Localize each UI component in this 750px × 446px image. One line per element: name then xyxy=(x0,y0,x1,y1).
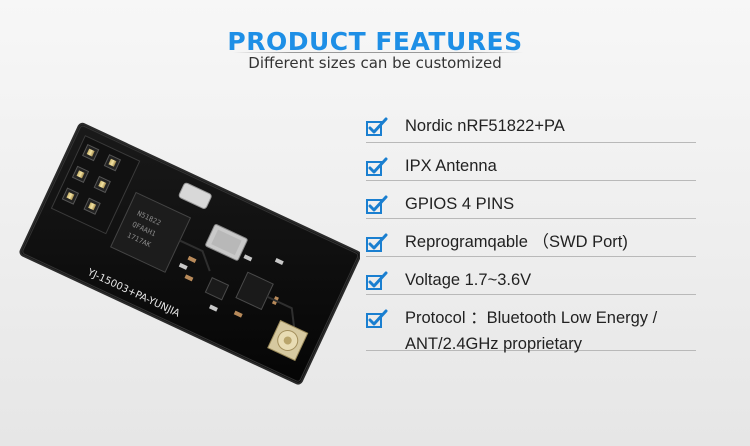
feature-item: Protocol ：Bluetooth Low Energy / ANT/2.4… xyxy=(366,295,696,353)
feature-list: Nordic nRF51822+PA IPX Antenna GPIOS 4 P… xyxy=(366,104,696,353)
feature-item: Nordic nRF51822+PA xyxy=(366,104,696,143)
check-icon xyxy=(366,117,388,136)
page-title: PRODUCT FEATURES xyxy=(227,27,523,56)
feature-item: GPIOS 4 PINS xyxy=(366,181,696,219)
module-board-image: N51822 QFAAH1 1717AK xyxy=(10,95,362,435)
pin-header xyxy=(50,135,141,235)
check-icon xyxy=(366,157,388,176)
check-icon xyxy=(366,271,388,290)
feature-label: Reprogramqable （SWD Port) xyxy=(405,233,628,251)
board-illustration: N51822 QFAAH1 1717AK xyxy=(19,122,362,385)
check-icon xyxy=(366,233,388,252)
check-icon xyxy=(366,309,388,328)
page-subtitle: Different sizes can be customized xyxy=(248,54,502,72)
feature-label: Nordic nRF51822+PA xyxy=(405,117,565,135)
ipx-connector xyxy=(267,319,309,362)
nrf-chip: N51822 QFAAH1 1717AK xyxy=(110,191,192,273)
title-divider xyxy=(233,52,523,53)
feature-item: IPX Antenna xyxy=(366,143,696,181)
feature-label: GPIOS 4 PINS xyxy=(405,195,515,213)
feature-label: IPX Antenna xyxy=(405,157,497,175)
check-icon xyxy=(366,195,388,214)
feature-item: Reprogramqable （SWD Port) xyxy=(366,219,696,257)
pcb-board: N51822 QFAAH1 1717AK xyxy=(19,122,362,385)
feature-label: Protocol ：Bluetooth Low Energy / ANT/2.4… xyxy=(405,309,658,353)
feature-label: Voltage 1.7~3.6V xyxy=(405,271,532,289)
feature-item: Voltage 1.7~3.6V xyxy=(366,257,696,295)
